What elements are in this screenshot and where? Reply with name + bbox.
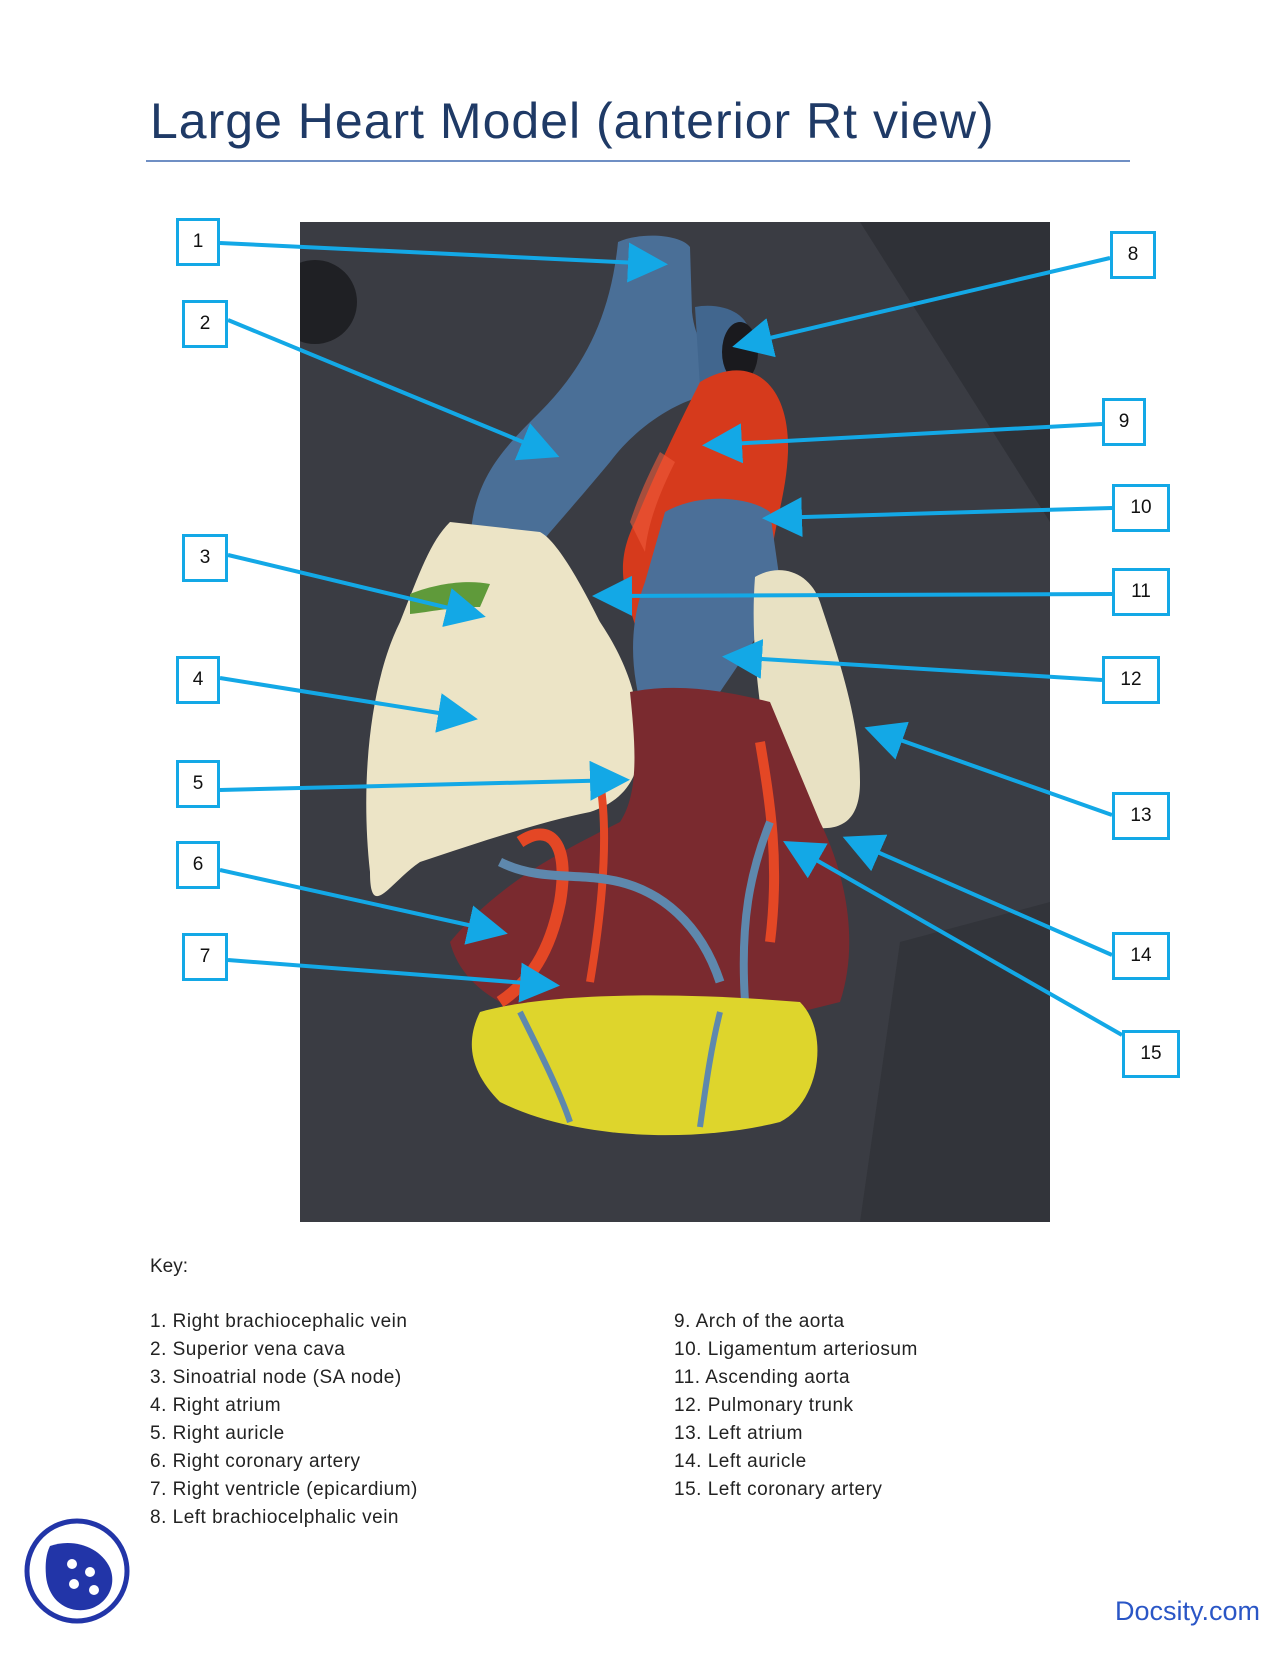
- label-box-6: 6: [176, 841, 220, 889]
- key-item: 5. Right auricle: [150, 1423, 285, 1444]
- key-item: 14. Left auricle: [674, 1451, 807, 1472]
- label-box-11: 11: [1112, 568, 1170, 616]
- label-box-2: 2: [182, 300, 228, 348]
- label-box-1: 1: [176, 218, 220, 266]
- heart-model-photo: [300, 222, 1050, 1222]
- docsity-brand[interactable]: Docsity.com: [1114, 1596, 1260, 1626]
- key-list-left: 1. Right brachiocephalic vein 2. Superio…: [150, 1308, 418, 1532]
- label-box-13: 13: [1112, 792, 1170, 840]
- key-item: 3. Sinoatrial node (SA node): [150, 1367, 402, 1388]
- key-item: 6. Right coronary artery: [150, 1451, 361, 1472]
- label-box-7: 7: [182, 933, 228, 981]
- key-item: 4. Right atrium: [150, 1395, 282, 1416]
- key-item: 7. Right ventricle (epicardium): [150, 1479, 418, 1500]
- label-box-10: 10: [1112, 484, 1170, 532]
- label-box-3: 3: [182, 534, 228, 582]
- docsity-logo-icon: [24, 1518, 130, 1624]
- key-heading: Key:: [150, 1256, 189, 1277]
- label-box-12: 12: [1102, 656, 1160, 704]
- key-item: 11. Ascending aorta: [674, 1367, 851, 1388]
- key-item: 2. Superior vena cava: [150, 1339, 346, 1360]
- label-box-9: 9: [1102, 398, 1146, 446]
- key-item: 10. Ligamentum arteriosum: [674, 1339, 918, 1360]
- label-box-15: 15: [1122, 1030, 1180, 1078]
- label-box-5: 5: [176, 760, 220, 808]
- label-box-14: 14: [1112, 932, 1170, 980]
- key-item: 15. Left coronary artery: [674, 1479, 883, 1500]
- label-box-8: 8: [1110, 231, 1156, 279]
- label-box-4: 4: [176, 656, 220, 704]
- key-list-right: 9. Arch of the aorta 10. Ligamentum arte…: [674, 1308, 918, 1504]
- key-item: 13. Left atrium: [674, 1423, 803, 1444]
- title-divider: [146, 160, 1130, 162]
- page-title: Large Heart Model (anterior Rt view): [150, 93, 995, 149]
- key-item: 12. Pulmonary trunk: [674, 1395, 854, 1416]
- key-item: 8. Left brachiocelphalic vein: [150, 1507, 399, 1528]
- key-item: 1. Right brachiocephalic vein: [150, 1311, 408, 1332]
- key-item: 9. Arch of the aorta: [674, 1311, 845, 1332]
- heart-illustration: [300, 222, 1050, 1222]
